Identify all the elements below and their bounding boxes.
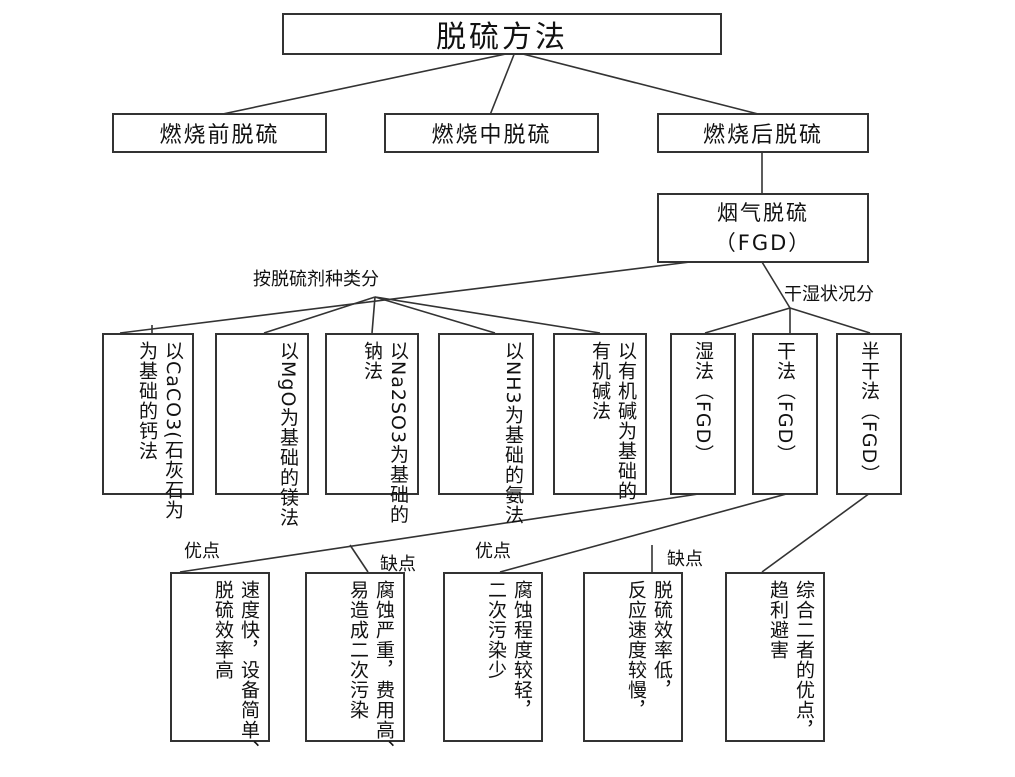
wet-con-label: 缺点 [380,554,416,575]
root-title-box: 脱硫方法 [282,13,722,55]
in-combustion-label: 燃烧中脱硫 [431,123,552,148]
magnesium-method-text: 以MgO为基础的镁法 [277,341,299,528]
fgd-box: 烟气脱硫 （FGD） [657,193,869,263]
pre-combustion-label: 燃烧前脱硫 [159,123,280,148]
wet-pro-label: 优点 [184,541,220,562]
dry-disadvantages-box: 脱硫效率低， 反应速度较慢， [583,572,683,742]
dry-disadvantages-text: 脱硫效率低， 反应速度较慢， [625,580,673,720]
fgd-abbrev: （FGD） [714,231,812,255]
post-combustion-label: 燃烧后脱硫 [702,123,823,148]
wet-method-text: 湿法（FGD） [692,341,714,465]
pre-combustion-box: 燃烧前脱硫 [112,113,327,153]
dry-advantages-box: 腐蚀程度较轻， 二次污染少 [443,572,543,742]
by-agent-label: 按脱硫剂种类分 [253,269,379,290]
in-combustion-box: 燃烧中脱硫 [384,113,599,153]
wet-advantages-box: 速度快，设备简单、 脱硫效率高 [170,572,270,760]
wet-advantages-text: 速度快，设备简单、 脱硫效率高 [212,580,260,760]
calcium-method-box: 以CaCO3(石灰石为 为基础的钙法 [102,333,194,520]
organic-base-method-box: 以有机碱为基础的 有机碱法 [553,333,647,501]
semi-dry-method-box: 半干法（FGD） [836,333,902,495]
dry-con-label: 缺点 [667,549,703,570]
sodium-method-box: 以Na2SO3为基础的 钠法 [325,333,419,525]
semi-dry-method-text: 半干法（FGD） [858,341,880,485]
calcium-method-text: 以CaCO3(石灰石为 为基础的钙法 [136,341,184,520]
fgd-title: 烟气脱硫 [717,201,809,225]
wet-disadvantages-text: 腐蚀严重，费用高、 易造成二次污染 [347,580,395,760]
sodium-method-text: 以Na2SO3为基础的 钠法 [361,341,409,525]
semi-dry-summary-box: 综合二者的优点， 趋利避害 [725,572,825,742]
dry-method-text: 干法（FGD） [774,341,796,465]
semi-dry-summary-text: 综合二者的优点， 趋利避害 [767,580,815,740]
ammonia-method-box: 以NH3为基础的氨法 [438,333,534,525]
dry-pro-label: 优点 [475,541,511,562]
post-combustion-box: 燃烧后脱硫 [657,113,869,153]
by-state-label: 干湿状况分 [784,284,874,305]
wet-method-box: 湿法（FGD） [670,333,736,495]
wet-disadvantages-box: 腐蚀严重，费用高、 易造成二次污染 [305,572,405,760]
dry-method-box: 干法（FGD） [752,333,818,495]
magnesium-method-box: 以MgO为基础的镁法 [215,333,309,528]
root-title: 脱硫方法 [436,20,568,55]
ammonia-method-text: 以NH3为基础的氨法 [502,341,524,525]
dry-advantages-text: 腐蚀程度较轻， 二次污染少 [485,580,533,720]
organic-base-method-text: 以有机碱为基础的 有机碱法 [589,341,637,501]
